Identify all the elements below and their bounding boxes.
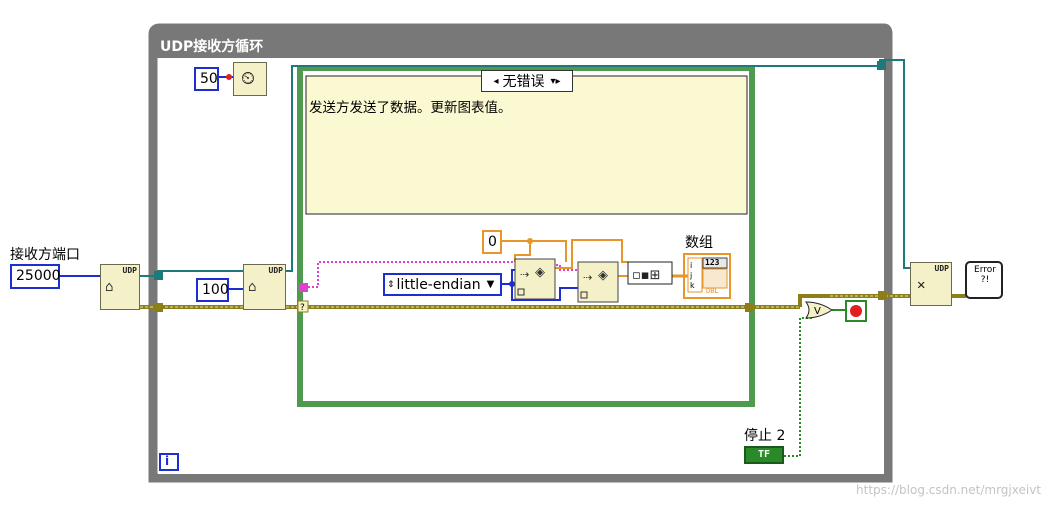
svg-text:j: j: [689, 271, 692, 280]
svg-text:?: ?: [300, 303, 305, 313]
case-comment-text: 发送方发送了数据。更新图表值。: [309, 100, 512, 116]
udp-close-label: UDP: [934, 264, 949, 273]
enum-dropdown-icon[interactable]: ▼: [486, 279, 495, 290]
array-label: 数组: [685, 235, 713, 251]
array-digits: 123: [705, 258, 720, 267]
stop-button[interactable]: TF: [744, 446, 784, 464]
udp-open-label: UDP: [122, 266, 137, 275]
case-dropdown-icon[interactable]: ▾▸: [550, 75, 561, 87]
svg-text:⇢: ⇢: [583, 271, 592, 284]
udp-close-icon: ✕: [917, 277, 926, 293]
svg-text:i: i: [690, 261, 692, 270]
enum-value: little-endian: [396, 276, 481, 293]
svg-text:V: V: [814, 306, 821, 317]
wait-clock-icon: ⏲: [241, 68, 256, 89]
svg-text:◈: ◈: [535, 265, 545, 280]
stop-label: 停止 2: [744, 428, 786, 444]
udp-read-icon: ⌂: [248, 279, 257, 295]
svg-text:◈: ◈: [598, 268, 608, 283]
svg-text:▫▪⊞: ▫▪⊞: [632, 268, 661, 283]
error-handler-node: [965, 261, 1003, 299]
unflatten-node-2: [577, 261, 619, 303]
build-array-node: [627, 261, 673, 285]
case-selector-value: 无错误: [502, 74, 545, 90]
or-gate-icon: [805, 301, 833, 319]
timeout-constant[interactable]: 100: [196, 278, 229, 302]
enum-arrows-icon: ⇕: [387, 279, 395, 290]
wait-ms-constant[interactable]: 50: [194, 67, 219, 91]
iteration-terminal: [159, 453, 179, 471]
unflatten-node-1: [514, 258, 556, 300]
while-loop-titlebar: [153, 28, 888, 58]
svg-text:k: k: [690, 281, 695, 290]
port-label: 接收方端口: [10, 247, 80, 263]
while-loop-title: UDP接收方循环: [160, 39, 264, 55]
array-type-tag: DBL: [706, 287, 719, 295]
udp-read-label: UDP: [268, 266, 283, 275]
wait-ms-node[interactable]: ⏲: [233, 62, 267, 96]
port-control[interactable]: 25000: [10, 264, 61, 289]
case-selector[interactable]: ◂ 无错误 ▾▸: [481, 70, 573, 92]
udp-open-icon: ⌂: [105, 279, 114, 295]
case-prev-icon[interactable]: ◂: [493, 75, 499, 87]
watermark: https://blog.csdn.net/mrgjxeivt: [856, 483, 1041, 497]
error-icon: Error ?!: [974, 265, 996, 285]
udp-read-node[interactable]: UDP ⌂: [243, 264, 286, 310]
iteration-terminal-label: i: [165, 454, 170, 468]
case-comment-area: [305, 75, 748, 215]
udp-open-node[interactable]: UDP ⌂: [100, 264, 140, 310]
endian-enum[interactable]: ⇕ little-endian ▼: [383, 273, 502, 296]
udp-close-node[interactable]: UDP ✕: [910, 262, 952, 306]
zero-constant[interactable]: 0: [482, 230, 502, 254]
svg-text:⇢: ⇢: [520, 268, 529, 281]
